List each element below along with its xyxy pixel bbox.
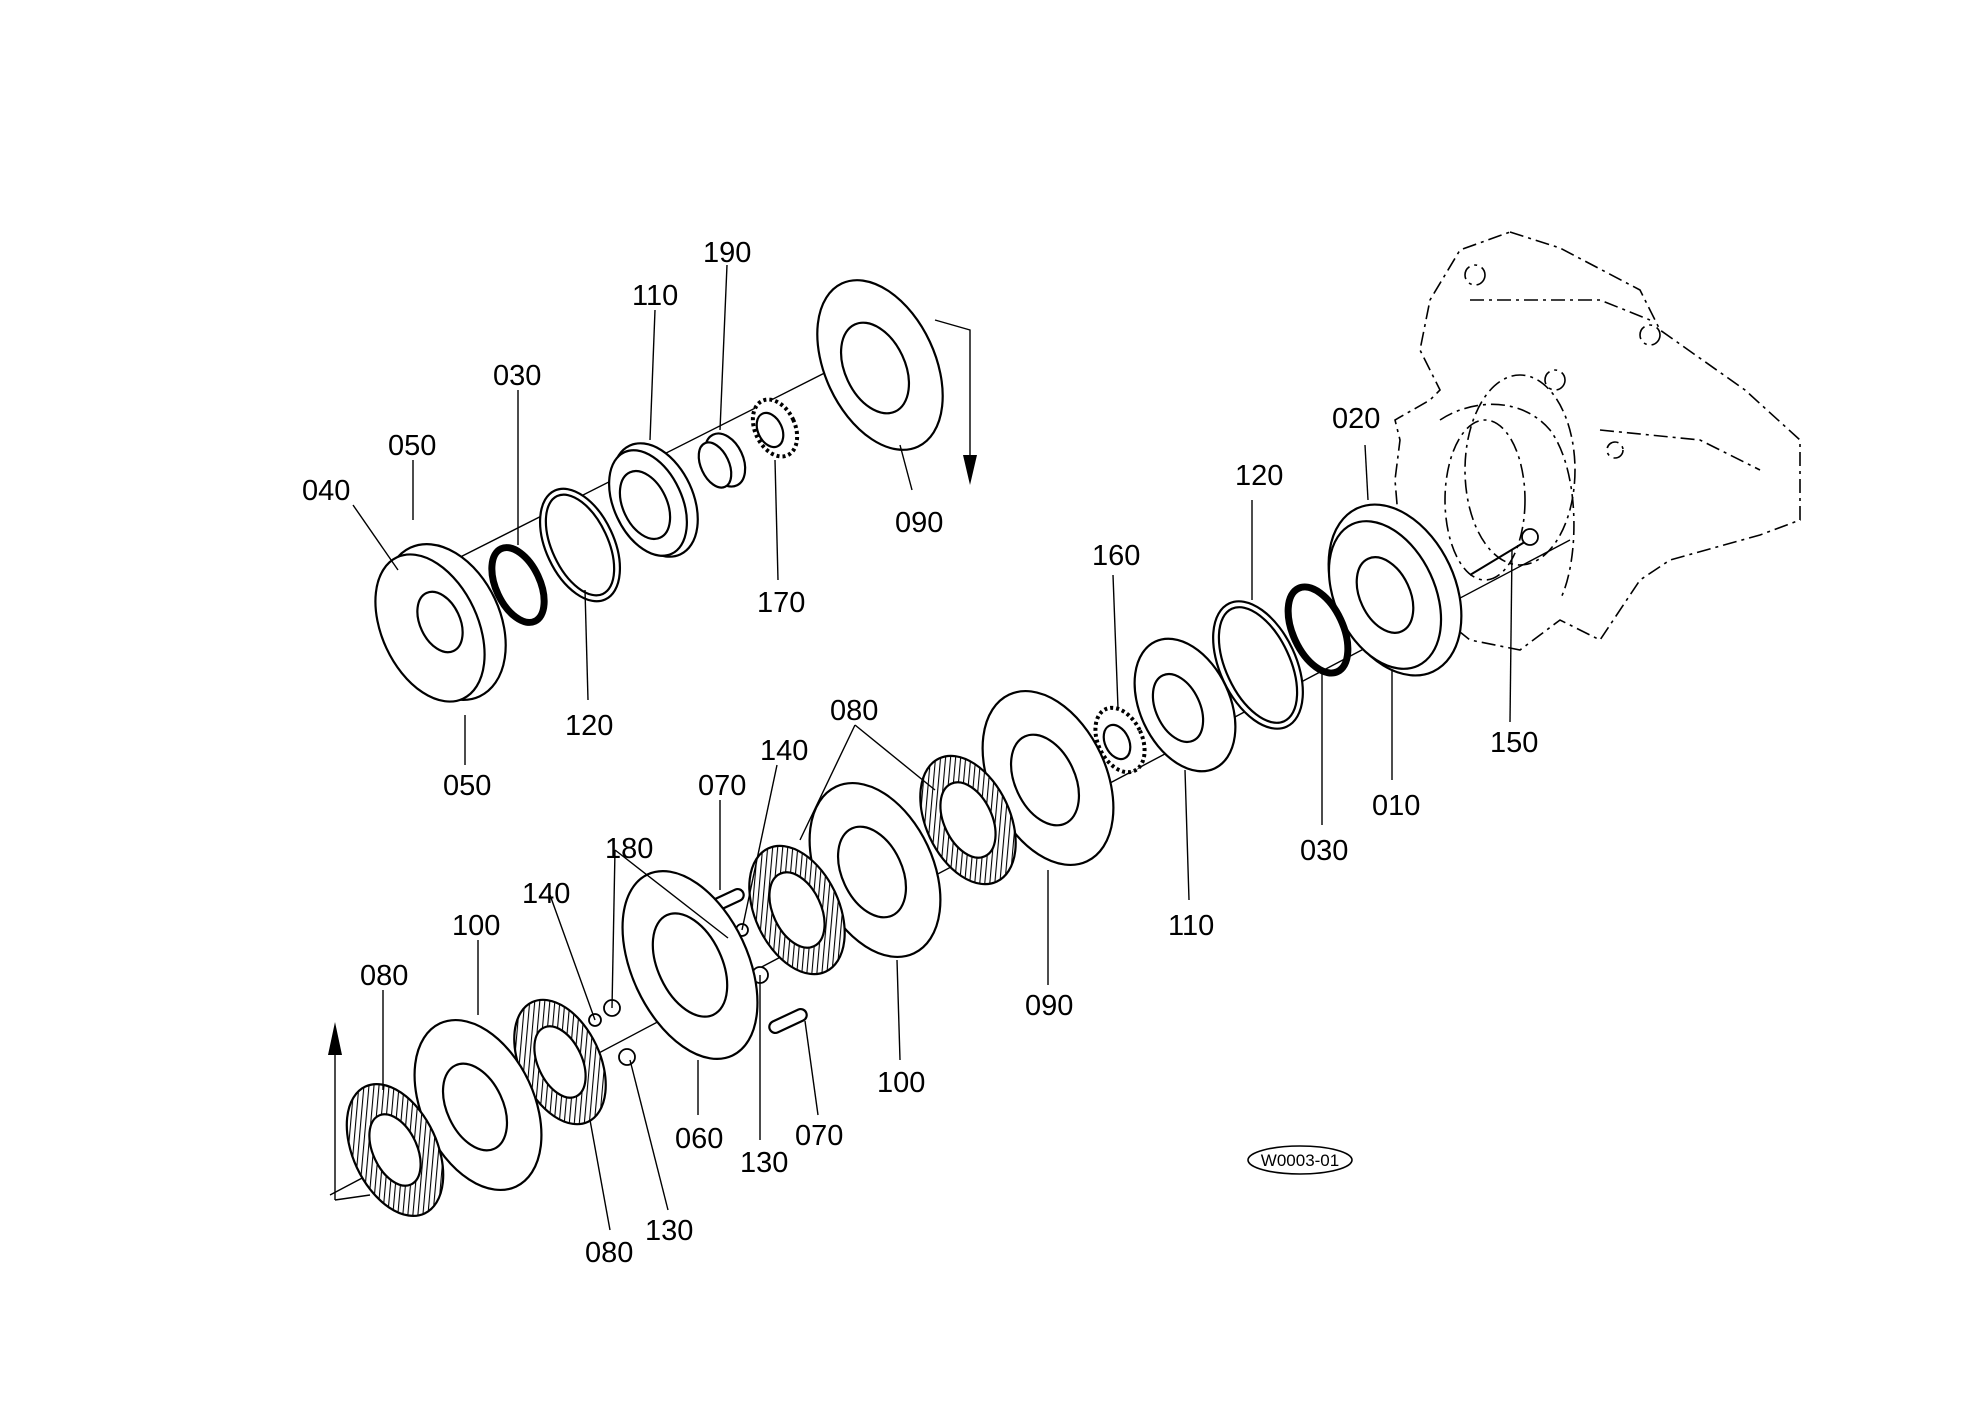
leader-lines: [352, 264, 1513, 1231]
label-060: 060: [675, 1123, 723, 1155]
label-140-top: 140: [760, 735, 808, 767]
part-010-flange: [1327, 503, 1463, 677]
label-130-left: 130: [645, 1215, 693, 1247]
label-120-lower: 120: [1235, 460, 1283, 492]
label-090-lower: 090: [1025, 990, 1073, 1022]
part-030-oring: [488, 544, 548, 626]
part-190-collar: [697, 432, 747, 489]
part-labels: 190 110 030 050 040 120 050 170 090 020 …: [302, 237, 1538, 1269]
label-110-upper: 110: [632, 280, 678, 312]
part-080-friction-disc-4: [345, 1083, 445, 1217]
label-140-left: 140: [522, 878, 570, 910]
label-080-far-left: 080: [360, 960, 408, 992]
transmission-housing: [1394, 231, 1801, 651]
label-080-top: 080: [830, 695, 878, 727]
label-040: 040: [302, 475, 350, 507]
part-120-ring-lower: [1212, 600, 1304, 730]
label-080-bottom: 080: [585, 1237, 633, 1269]
part-060-carrier: [621, 870, 759, 1060]
part-070-pins: [705, 887, 808, 1035]
label-120-upper: 120: [565, 710, 613, 742]
label-180: 180: [605, 833, 653, 865]
part-160-gear: [1093, 705, 1147, 775]
part-080-friction-disc-1: [919, 754, 1017, 886]
label-030-lower: 030: [1300, 835, 1348, 867]
part-080-friction-disc-2: [748, 844, 846, 976]
label-190: 190: [703, 237, 751, 269]
part-030-oring-lower: [1284, 583, 1352, 677]
label-070-top: 070: [698, 770, 746, 802]
label-110-lower: 110: [1168, 910, 1214, 942]
drawing-code: W0003-01: [1261, 1151, 1339, 1170]
label-050-bottom: 050: [443, 770, 491, 802]
label-100-center: 100: [877, 1067, 925, 1099]
part-110-piston-lower: [1133, 637, 1237, 773]
label-150: 150: [1490, 727, 1538, 759]
part-110-piston: [608, 442, 699, 558]
label-010: 010: [1372, 790, 1420, 822]
label-050-top: 050: [388, 430, 436, 462]
label-090-upper: 090: [895, 507, 943, 539]
part-100-plate-2: [413, 1018, 543, 1192]
label-160: 160: [1092, 540, 1140, 572]
assembly-arrows: [328, 319, 977, 1201]
part-150-stud: [1469, 528, 1539, 576]
label-130-right: 130: [740, 1147, 788, 1179]
label-070-bottom: 070: [795, 1120, 843, 1152]
part-170-gear: [750, 397, 800, 459]
label-170: 170: [757, 587, 805, 619]
drawing-code-tag: W0003-01: [1247, 1145, 1353, 1175]
label-030-upper: 030: [493, 360, 541, 392]
label-020: 020: [1332, 403, 1380, 435]
part-120-ring: [538, 487, 622, 603]
part-040-cover: [374, 543, 507, 703]
label-100-left: 100: [452, 910, 500, 942]
part-090-plate-lower: [981, 689, 1115, 867]
part-090-plate-upper: [816, 279, 944, 451]
